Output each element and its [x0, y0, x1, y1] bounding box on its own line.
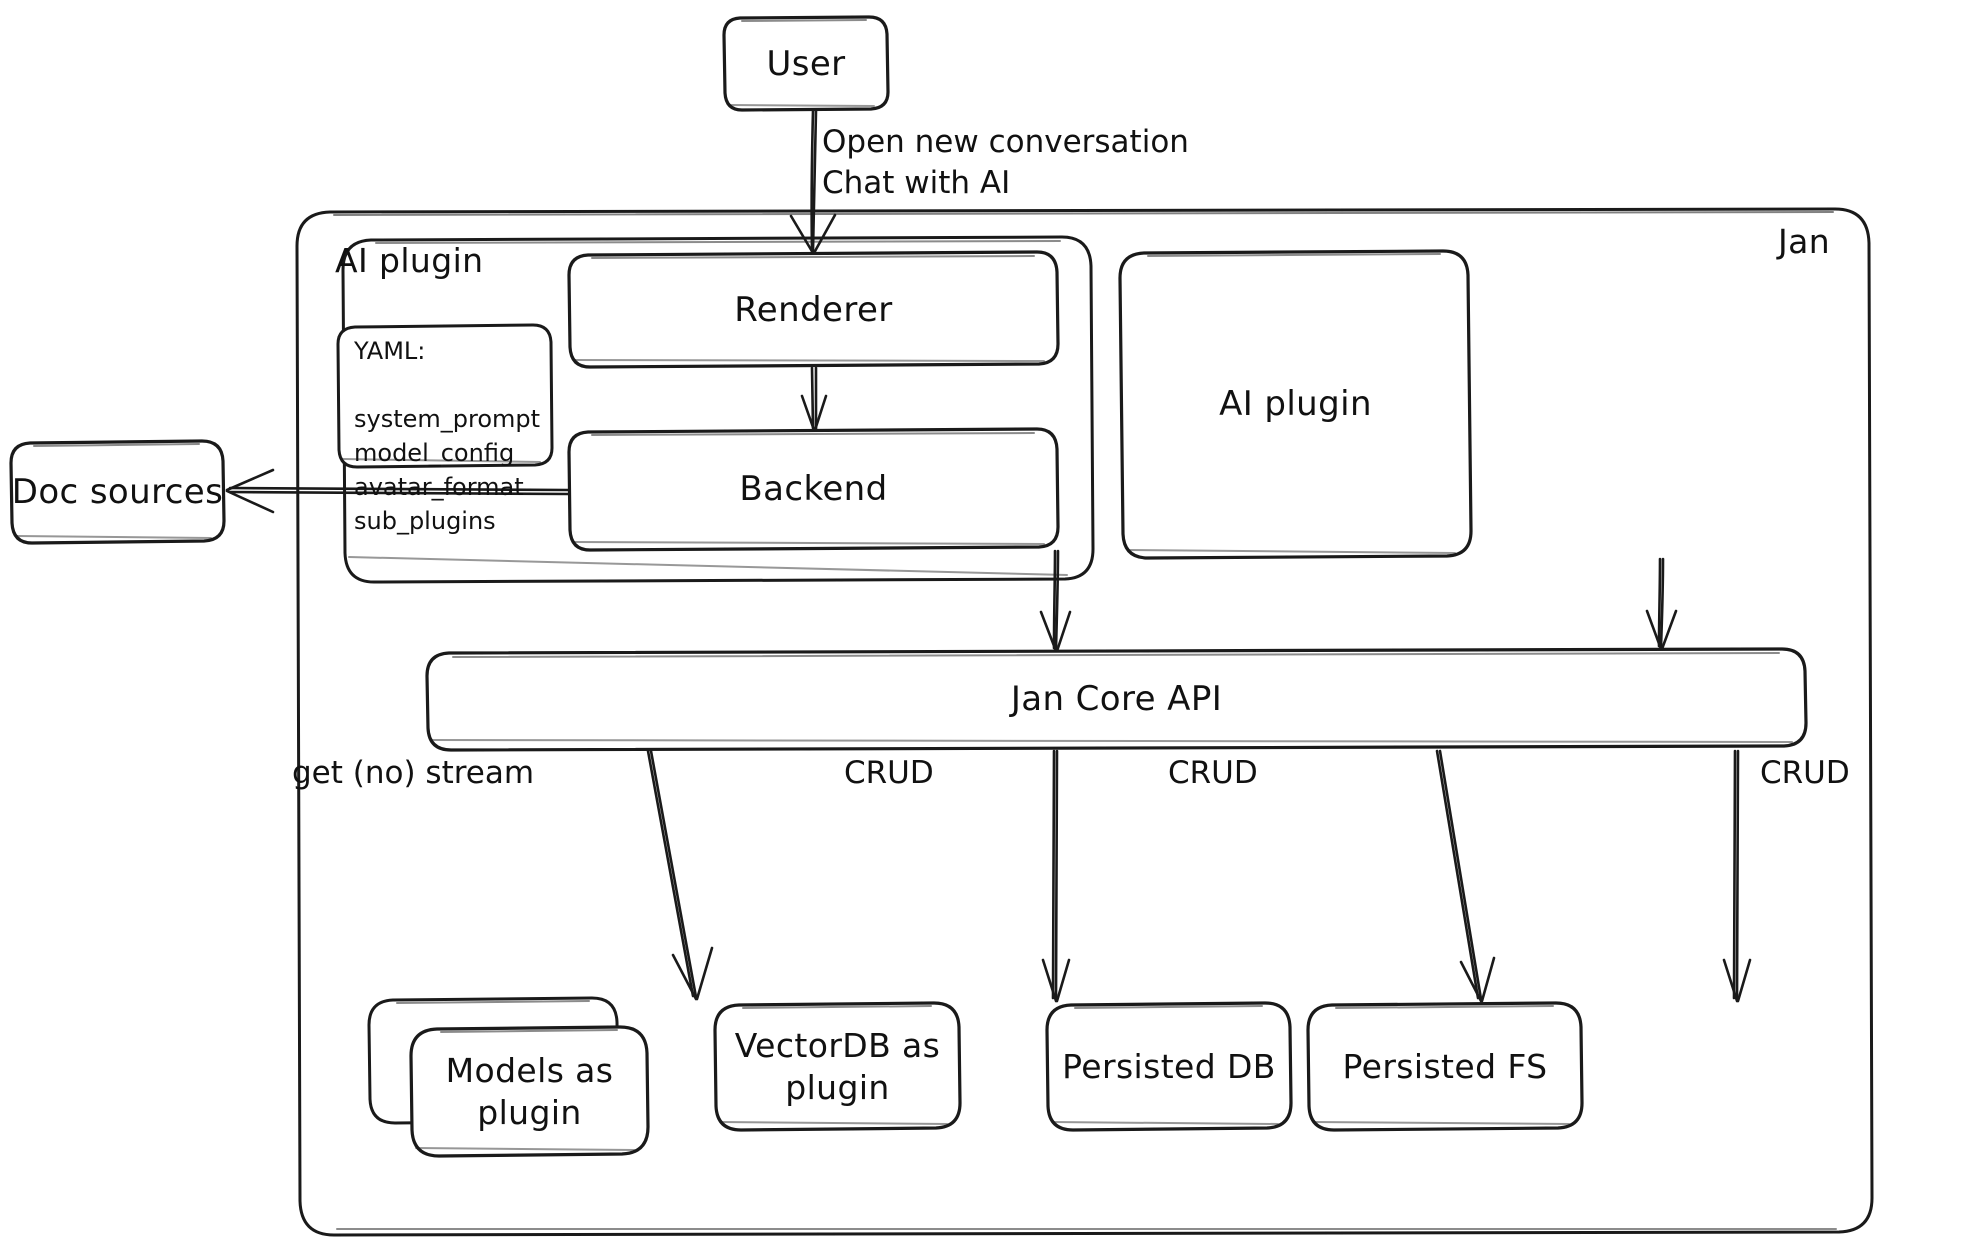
persisted-fs-node[interactable]	[1308, 1003, 1582, 1130]
jan-container-label: Jan	[1778, 222, 1831, 261]
edge-label-get-no-stream: get (no) stream	[292, 755, 535, 791]
renderer-node[interactable]	[569, 252, 1058, 367]
yaml-note-text: YAML: system_prompt model_config avatar_…	[354, 337, 541, 536]
yaml-note-node[interactable]	[338, 325, 552, 467]
user-node[interactable]	[724, 17, 888, 110]
jan-container-shape	[295, 207, 1874, 1237]
edge-backend-to-jan-core-api	[1039, 549, 1072, 653]
edge-ai-plugin-to-jan-core-api	[1645, 557, 1678, 651]
persisted-db-box-shape	[1045, 1001, 1293, 1132]
models-as-plugin-box-shape	[409, 1025, 650, 1158]
edge-label-crud-vectordb: CRUD	[844, 755, 934, 791]
persisted-fs-box-shape	[1306, 1001, 1584, 1132]
edge-core-to-persisted-db	[1435, 749, 1496, 1003]
renderer-box-shape	[567, 250, 1060, 369]
ai-plugin-right-node[interactable]	[1120, 251, 1471, 558]
ai-plugin-right-box-shape	[1118, 249, 1473, 560]
edge-backend-to-doc-sources	[225, 468, 570, 514]
jan-core-api-box-shape	[425, 647, 1808, 752]
edge-user-to-renderer	[789, 109, 837, 255]
models-as-plugin-node[interactable]	[369, 998, 648, 1156]
backend-node[interactable]	[569, 429, 1058, 550]
doc-sources-box-shape	[9, 439, 226, 545]
vectordb-as-plugin-box-shape	[713, 1001, 962, 1132]
edge-renderer-to-backend	[800, 366, 828, 432]
persisted-db-node[interactable]	[1047, 1003, 1291, 1130]
yaml-note-shape	[336, 323, 554, 469]
vectordb-as-plugin-node[interactable]	[715, 1003, 960, 1130]
edge-label-user-to-renderer: Open new conversation Chat with AI	[822, 124, 1189, 201]
jan-core-api-node[interactable]	[427, 649, 1806, 750]
edge-label-crud-persisted-fs: CRUD	[1760, 755, 1850, 791]
edge-core-to-persisted-fs	[1722, 749, 1752, 1003]
edge-label-crud-persisted-db: CRUD	[1168, 755, 1258, 791]
backend-box-shape	[567, 427, 1060, 552]
ai-plugin-group-shape	[341, 235, 1095, 584]
ai-plugin-group-label: AI plugin	[335, 241, 484, 280]
user-box-shape	[722, 15, 890, 112]
edge-core-to-models	[646, 749, 714, 1001]
doc-sources-node[interactable]	[11, 441, 224, 543]
edge-core-to-vectordb	[1041, 749, 1071, 1003]
